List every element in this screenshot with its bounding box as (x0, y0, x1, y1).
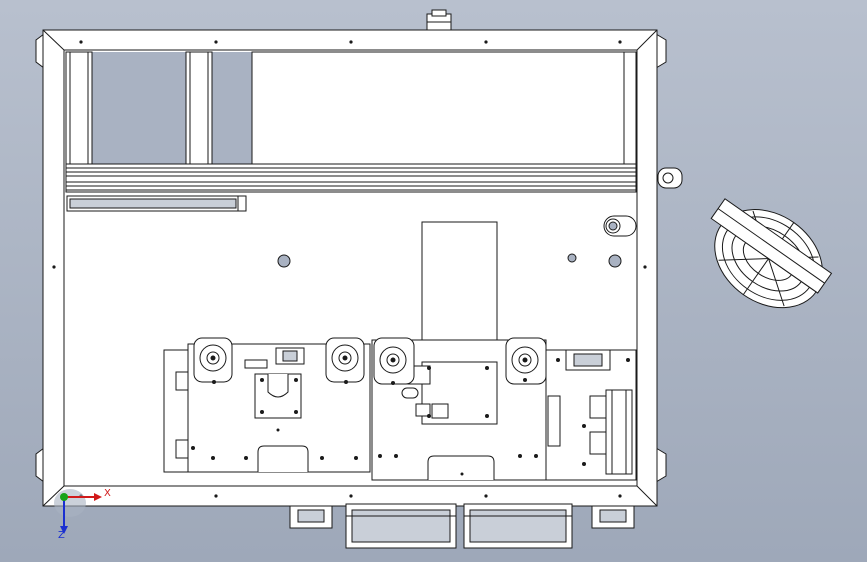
motor-right (463, 503, 573, 549)
module-screws (191, 358, 630, 476)
x-axis-label: X (104, 488, 111, 499)
plate-holes (277, 253, 622, 268)
side-fan (657, 167, 833, 309)
bottom-brackets (289, 505, 635, 529)
pulley-left-1 (193, 337, 233, 383)
pivot-lug (603, 215, 637, 237)
horizontal-rail (65, 163, 637, 193)
pulley-middle-1 (373, 337, 415, 385)
slot-bar (66, 195, 247, 212)
pulley-left-2 (325, 337, 365, 383)
motor-left (345, 503, 457, 549)
upper-panel (251, 51, 637, 171)
aluminium-profiles (65, 51, 252, 165)
middle-module (371, 339, 547, 481)
corner-brackets (35, 33, 667, 483)
right-module (545, 349, 637, 481)
pulley-middle-2 (505, 337, 547, 385)
z-axis-label: Z (58, 530, 65, 541)
top-connector (426, 9, 452, 31)
frame-bolts (52, 40, 647, 498)
axis-triad (54, 489, 102, 534)
central-plate (421, 221, 498, 363)
